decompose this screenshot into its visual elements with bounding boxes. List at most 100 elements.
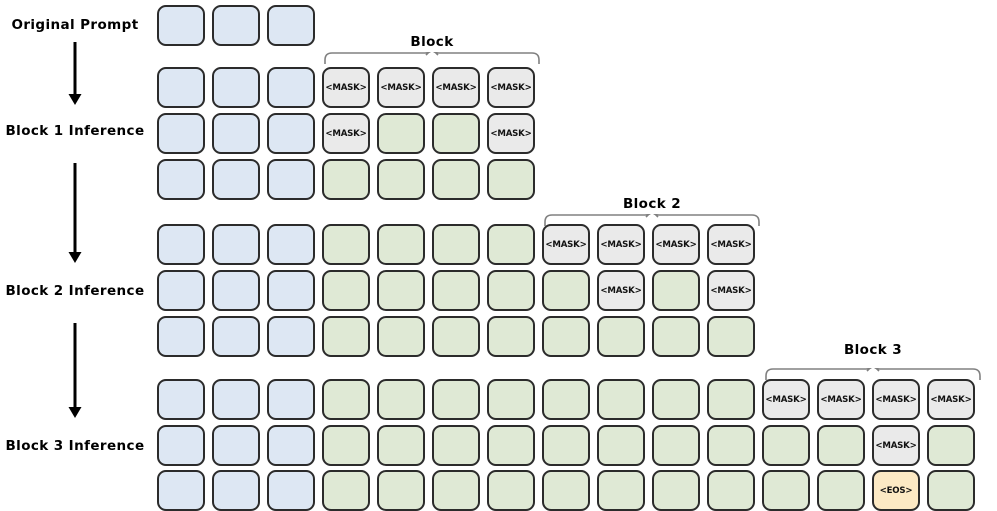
token-cell-gen xyxy=(542,379,590,420)
token-cell-gen xyxy=(652,470,700,511)
token-cell-prompt xyxy=(157,67,205,108)
token-cell-mask: <MASK> xyxy=(432,67,480,108)
token-row-row-b2-3 xyxy=(0,316,997,357)
token-cell-prompt xyxy=(212,379,260,420)
token-cell-gen xyxy=(377,425,425,466)
token-cell-gen xyxy=(432,316,480,357)
token-cell-mask: <MASK> xyxy=(322,67,370,108)
block-caption-block-1: Block xyxy=(410,34,454,50)
token-cell-prompt xyxy=(212,270,260,311)
token-cell-gen xyxy=(707,425,755,466)
token-cell-gen xyxy=(322,224,370,265)
stage-label-block-1-inference: Block 1 Inference xyxy=(5,123,145,139)
token-cell-gen xyxy=(707,379,755,420)
token-cell-gen xyxy=(597,470,645,511)
token-row-row-b3-3: <EOS> xyxy=(0,470,997,511)
token-cell-gen xyxy=(487,224,535,265)
token-cell-mask: <MASK> xyxy=(652,224,700,265)
token-cell-gen xyxy=(322,316,370,357)
token-cell-prompt xyxy=(212,224,260,265)
token-cell-gen xyxy=(597,316,645,357)
token-cell-prompt xyxy=(157,470,205,511)
block-bracket-block-3 xyxy=(765,368,981,380)
token-cell-gen xyxy=(487,316,535,357)
token-cell-gen xyxy=(322,379,370,420)
token-cell-gen xyxy=(377,379,425,420)
token-cell-gen xyxy=(597,379,645,420)
token-cell-prompt xyxy=(267,379,315,420)
token-cell-gen xyxy=(487,425,535,466)
token-cell-gen xyxy=(487,159,535,200)
token-cell-prompt xyxy=(212,67,260,108)
token-row-row-b3-1: <MASK><MASK><MASK><MASK> xyxy=(0,379,997,420)
token-cell-mask: <MASK> xyxy=(322,113,370,154)
stage-label-original-prompt: Original Prompt xyxy=(11,17,139,33)
token-row-row-b2-2: <MASK> <MASK> xyxy=(0,270,997,311)
token-cell-gen xyxy=(707,316,755,357)
block-caption-block-3: Block 3 xyxy=(843,342,903,358)
token-cell-prompt xyxy=(157,316,205,357)
token-cell-gen xyxy=(432,470,480,511)
token-cell-gen xyxy=(487,379,535,420)
token-cell-prompt xyxy=(267,67,315,108)
token-cell-prompt xyxy=(212,470,260,511)
token-cell-prompt xyxy=(267,470,315,511)
token-cell-prompt xyxy=(212,5,260,46)
token-cell-prompt xyxy=(212,113,260,154)
token-cell-gen xyxy=(322,159,370,200)
block-caption-block-2: Block 2 xyxy=(622,196,682,212)
token-cell-gen xyxy=(762,470,810,511)
token-cell-mask: <MASK> xyxy=(597,270,645,311)
token-cell-gen xyxy=(377,159,425,200)
token-cell-gen xyxy=(322,270,370,311)
token-cell-mask: <MASK> xyxy=(872,379,920,420)
token-cell-gen xyxy=(487,270,535,311)
token-row-row-b1-1: <MASK><MASK><MASK><MASK> xyxy=(0,67,997,108)
token-cell-prompt xyxy=(212,425,260,466)
token-cell-mask: <MASK> xyxy=(707,270,755,311)
token-cell-mask: <MASK> xyxy=(542,224,590,265)
token-cell-gen xyxy=(652,425,700,466)
token-cell-gen xyxy=(322,470,370,511)
token-cell-prompt xyxy=(267,159,315,200)
token-cell-gen xyxy=(762,425,810,466)
token-cell-gen xyxy=(432,159,480,200)
token-cell-gen xyxy=(542,316,590,357)
token-cell-prompt xyxy=(267,270,315,311)
token-cell-gen xyxy=(432,113,480,154)
token-row-row-b3-2: <MASK> xyxy=(0,425,997,466)
token-cell-gen xyxy=(597,425,645,466)
token-cell-prompt xyxy=(267,113,315,154)
token-cell-gen xyxy=(377,113,425,154)
token-cell-gen xyxy=(377,224,425,265)
token-cell-gen xyxy=(322,425,370,466)
token-cell-gen xyxy=(487,470,535,511)
token-cell-gen xyxy=(652,270,700,311)
token-row-row-b1-3 xyxy=(0,159,997,200)
token-cell-prompt xyxy=(267,5,315,46)
token-row-row-b1-2: <MASK> <MASK> xyxy=(0,113,997,154)
token-cell-gen xyxy=(432,425,480,466)
token-cell-mask: <MASK> xyxy=(927,379,975,420)
token-cell-mask: <MASK> xyxy=(707,224,755,265)
token-cell-mask: <MASK> xyxy=(487,113,535,154)
block-bracket-block-2 xyxy=(544,214,760,226)
token-cell-prompt xyxy=(157,113,205,154)
token-cell-gen xyxy=(817,470,865,511)
stage-label-block-2-inference: Block 2 Inference xyxy=(5,283,145,299)
token-cell-mask: <MASK> xyxy=(762,379,810,420)
token-cell-gen xyxy=(377,316,425,357)
token-cell-prompt xyxy=(157,379,205,420)
token-cell-mask: <MASK> xyxy=(487,67,535,108)
token-cell-prompt xyxy=(157,159,205,200)
block-bracket-block-1 xyxy=(324,52,540,64)
token-cell-gen xyxy=(432,224,480,265)
token-cell-prompt xyxy=(212,316,260,357)
token-cell-gen xyxy=(432,270,480,311)
token-cell-prompt xyxy=(212,159,260,200)
token-cell-prompt xyxy=(157,224,205,265)
token-row-row-b2-1: <MASK><MASK><MASK><MASK> xyxy=(0,224,997,265)
token-row-row-prompt xyxy=(0,5,997,46)
token-cell-gen xyxy=(377,470,425,511)
